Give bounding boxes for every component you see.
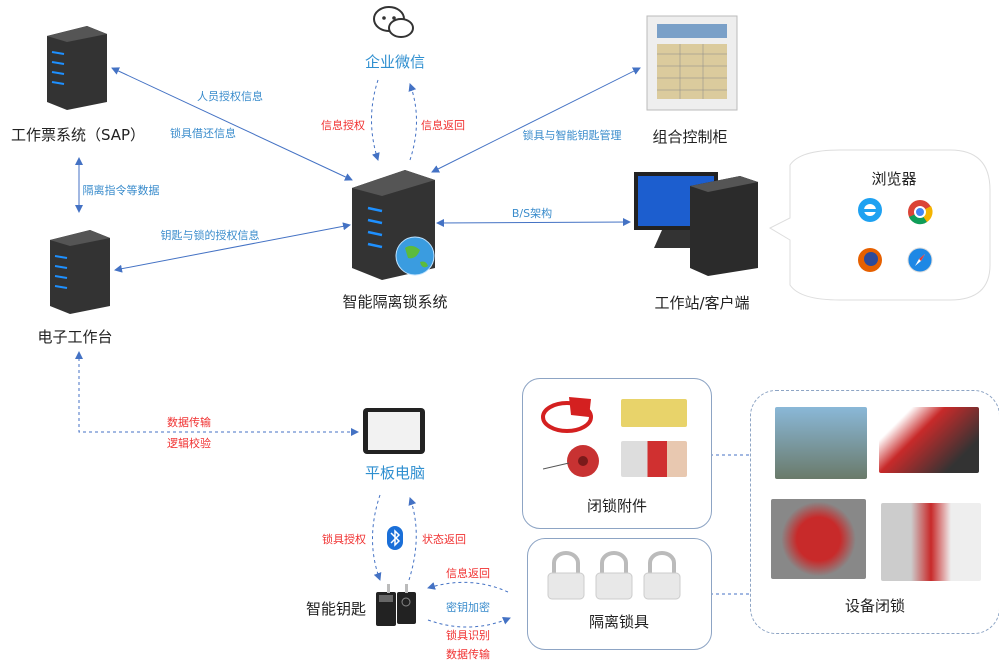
sap-label: 工作票系统（SAP） <box>10 126 146 144</box>
central-system-label: 智能隔离锁系统 <box>342 293 448 311</box>
isolation-locks-box: 隔离锁具 <box>527 538 712 650</box>
wechat-label: 企业微信 <box>364 53 426 71</box>
edge-label-lock-borrow: 锁具借还信息 <box>170 127 236 140</box>
edge-workbench-central <box>114 222 351 273</box>
edge-label-status-return: 状态返回 <box>422 533 466 546</box>
valve-lockout-photo <box>541 397 593 433</box>
edge-workbench-tablet <box>75 351 359 436</box>
edge-label-lock-auth: 锁具授权 <box>322 533 366 546</box>
browser-bubble <box>768 149 991 301</box>
edge-label-key-lock-auth: 钥匙与锁的授权信息 <box>160 229 260 242</box>
edge-wechat-up <box>408 83 417 161</box>
lock-accessories-label: 闭锁附件 <box>586 497 648 515</box>
chain-photo <box>621 399 687 427</box>
edge-label-info-auth: 信息授权 <box>321 119 365 132</box>
edge-label-bs-arch: B/S架构 <box>511 207 553 220</box>
lock-accessories-box: 闭锁附件 <box>522 378 712 529</box>
workbench-label: 电子工作台 <box>37 328 113 346</box>
edge-key-tablet-up <box>408 497 417 581</box>
bluetooth-icon <box>387 526 403 550</box>
workstation-icon <box>634 172 758 276</box>
smart-key-icon <box>376 584 416 626</box>
tablet-icon <box>363 408 425 454</box>
equipment-lock-label: 设备闭锁 <box>844 597 906 615</box>
smart-key-label: 智能钥匙 <box>305 600 367 618</box>
edge-label-lock-identify: 锁具识别 <box>446 629 490 642</box>
cable-lockout-photo <box>543 445 599 477</box>
edge-sap-central <box>111 67 353 181</box>
tagout-photo <box>881 503 981 581</box>
control-cabinet-icon <box>646 15 738 111</box>
edge-wechat-down <box>371 79 380 161</box>
edge-label-personnel-auth: 人员授权信息 <box>197 90 263 103</box>
butterfly-valve-photo <box>879 407 979 473</box>
edge-tablet-key-down <box>372 494 382 581</box>
edge-lock-key <box>427 581 509 593</box>
chrome-icon <box>908 200 933 225</box>
workbench-server-icon <box>50 230 110 314</box>
browser-label: 浏览器 <box>871 170 917 188</box>
wechat-icon <box>373 6 414 38</box>
handwheel-lock-photo <box>771 499 866 579</box>
firefox-icon <box>858 248 882 272</box>
valve-wheel-photo <box>775 407 867 479</box>
edge-label-key-info-return: 信息返回 <box>446 567 490 580</box>
edge-label-lock-key-mgmt: 锁具与智能钥匙管理 <box>522 129 622 142</box>
workstation-label: 工作站/客户端 <box>654 294 750 312</box>
edge-label-logic-check: 逻辑校验 <box>167 437 211 450</box>
padlock-icons <box>547 551 681 600</box>
breaker-lockout-photo <box>621 441 687 477</box>
safari-icon <box>907 247 933 273</box>
edge-label-isolation-commands: 隔离指令等数据 <box>82 184 160 197</box>
equipment-lock-box: 设备闭锁 <box>750 390 999 634</box>
edge-label-key-encrypt: 密钥加密 <box>446 601 490 614</box>
edge-label-data-transfer: 数据传输 <box>167 416 211 429</box>
central-server-icon <box>352 170 435 280</box>
isolation-locks-label: 隔离锁具 <box>588 613 650 631</box>
edge-key-lock <box>427 617 511 628</box>
cabinet-label: 组合控制柜 <box>652 128 728 146</box>
edge-workstation-central <box>436 218 631 227</box>
ie-icon <box>858 198 882 222</box>
edge-cabinet-central <box>431 67 641 173</box>
sap-server-icon <box>47 26 107 110</box>
edge-label-info-return: 信息返回 <box>421 119 465 132</box>
edge-label-key-data-transfer: 数据传输 <box>446 648 490 661</box>
tablet-label: 平板电脑 <box>364 464 426 482</box>
